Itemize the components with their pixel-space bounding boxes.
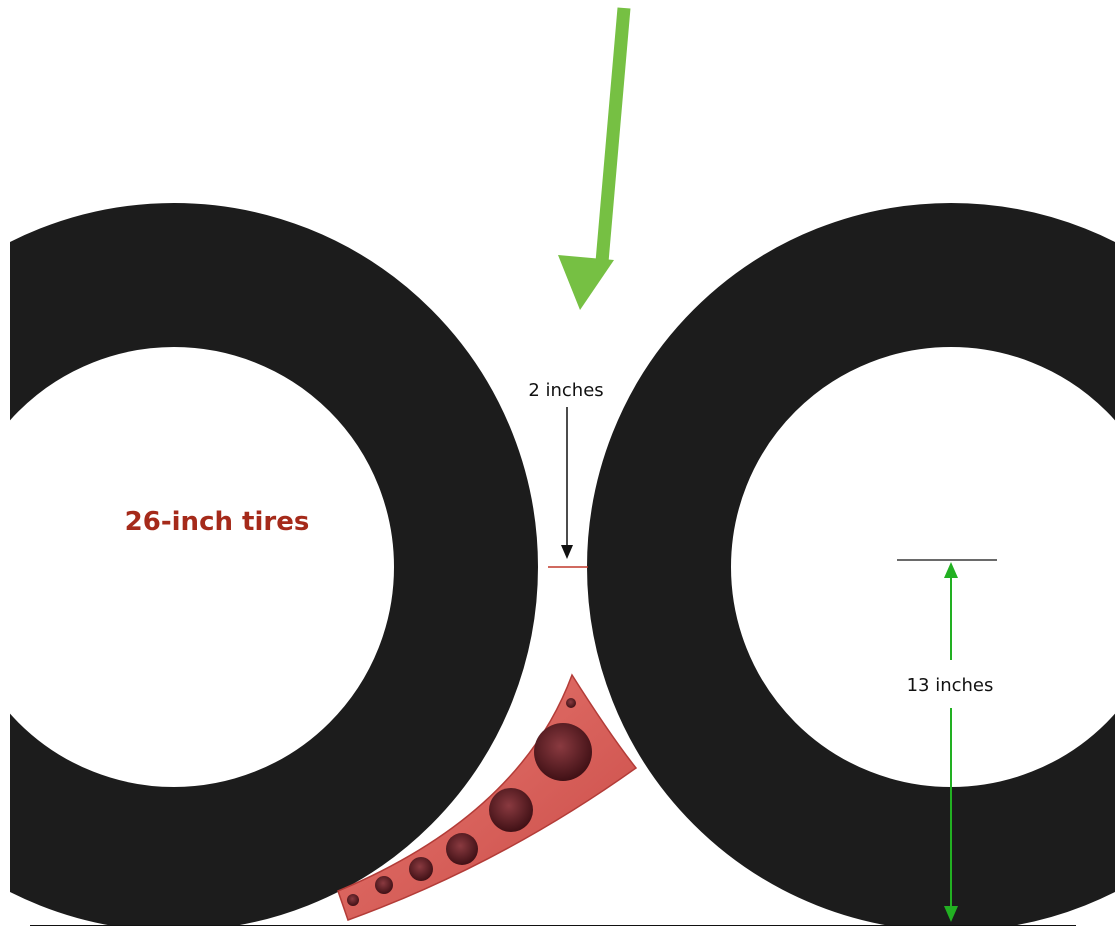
block-hole: [409, 857, 433, 881]
block-hole: [375, 876, 393, 894]
radius-label: 13 inches: [907, 675, 994, 696]
block-hole: [446, 833, 478, 865]
block-hole: [534, 723, 592, 781]
block-hole: [566, 698, 576, 708]
gap-arrow: [561, 407, 573, 559]
tire-size-label: 26-inch tires: [125, 507, 310, 537]
radius-dimension-arrow: [944, 562, 958, 922]
block-hole: [489, 788, 533, 832]
right-tire: [587, 203, 1115, 926]
curved-wheel-chock-block: [337, 673, 638, 921]
gap-label: 2 inches: [528, 380, 603, 401]
green-arrow-icon: [558, 7, 631, 310]
left-tire: [10, 203, 538, 926]
block-hole: [347, 894, 359, 906]
